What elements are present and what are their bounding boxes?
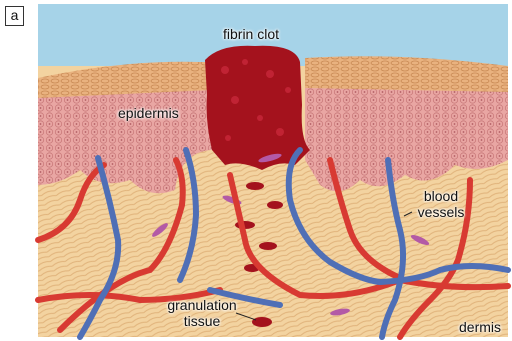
label-granulation-line1: granulation <box>160 297 244 313</box>
label-dermis: dermis <box>459 319 501 335</box>
label-blood-vessels-line2: vessels <box>414 204 468 220</box>
label-granulation-line2: tissue <box>160 313 244 329</box>
fibrin-clot <box>205 46 310 170</box>
label-epidermis: epidermis <box>118 105 179 121</box>
label-blood-vessels-line1: blood <box>414 188 468 204</box>
label-blood-vessels: blood vessels <box>414 188 468 220</box>
label-fibrin-clot: fibrin clot <box>223 26 279 42</box>
panel-label: a <box>5 6 24 26</box>
label-granulation-tissue: granulation tissue <box>160 297 244 329</box>
